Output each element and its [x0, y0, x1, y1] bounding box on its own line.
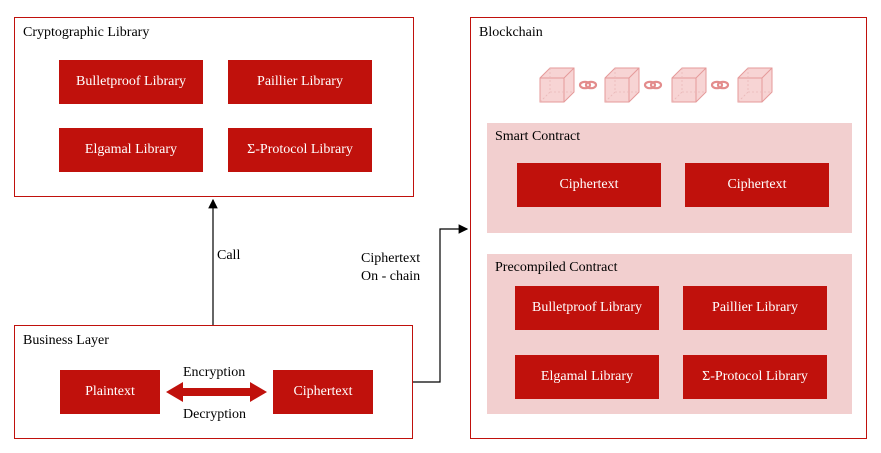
encryption-label: Encryption [183, 365, 246, 380]
elgamal-library-box: Elgamal Library [59, 128, 203, 172]
cryptographic-library-panel: Cryptographic Library Bulletproof Librar… [14, 17, 414, 197]
smart-contract-ciphertext-box-2: Ciphertext [685, 163, 829, 207]
bulletproof-library-box: Bulletproof Library [59, 60, 203, 104]
precompiled-sigma-protocol-library-box: Σ-Protocol Library [683, 355, 827, 399]
decryption-label: Decryption [183, 407, 246, 422]
paillier-library-box: Paillier Library [228, 60, 372, 104]
precompiled-paillier-library-box: Paillier Library [683, 286, 827, 330]
blockchain-title: Blockchain [479, 25, 543, 40]
precompiled-bulletproof-library-box: Bulletproof Library [515, 286, 659, 330]
sigma-protocol-library-box: Σ-Protocol Library [228, 128, 372, 172]
ciphertext-box: Ciphertext [273, 370, 373, 414]
call-label: Call [217, 248, 241, 263]
blockchain-panel: Blockchain Smart Contract Ciphertext Cip… [470, 17, 867, 439]
blockchain-chain-icon [539, 67, 773, 103]
onchain-label-line1: Ciphertext [361, 251, 421, 266]
business-layer-title: Business Layer [23, 333, 109, 348]
onchain-label-line2: On - chain [361, 269, 421, 284]
smart-contract-title: Smart Contract [495, 129, 581, 144]
smart-contract-ciphertext-box-1: Ciphertext [517, 163, 661, 207]
encryption-decryption-arrow [166, 382, 267, 402]
smart-contract-panel: Smart Contract Ciphertext Ciphertext [487, 123, 852, 233]
precompiled-elgamal-library-box: Elgamal Library [515, 355, 659, 399]
business-layer-panel: Business Layer Plaintext Ciphertext [14, 325, 413, 439]
precompiled-contract-panel: Precompiled Contract Bulletproof Library… [487, 254, 852, 414]
cryptographic-library-title: Cryptographic Library [23, 25, 150, 40]
precompiled-contract-title: Precompiled Contract [495, 260, 618, 275]
plaintext-box: Plaintext [60, 370, 160, 414]
onchain-arrow [413, 224, 469, 383]
